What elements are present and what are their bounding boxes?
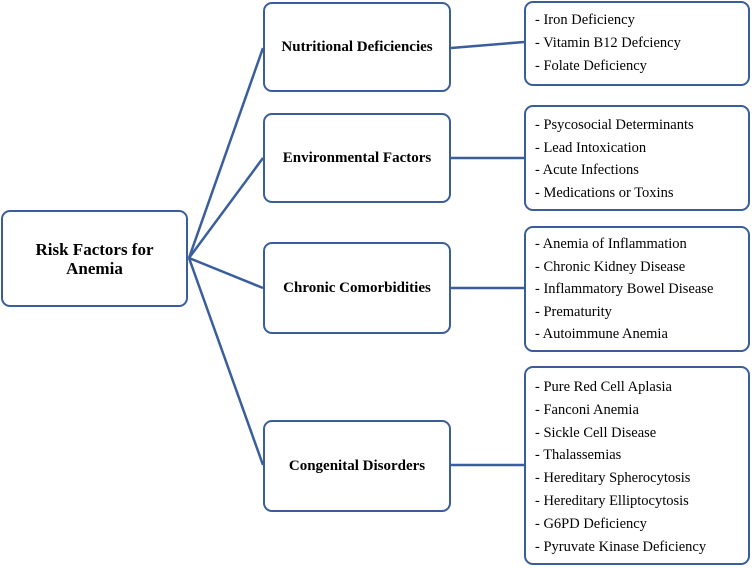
list-item: - Sickle Cell Disease bbox=[535, 424, 657, 441]
list-item: - Acute Infections bbox=[535, 162, 639, 178]
list-item: - Chronic Kidney Disease bbox=[535, 258, 686, 275]
category-environmental-factors: Environmental Factors bbox=[263, 113, 451, 203]
list-item: - Inflammatory Bowel Disease bbox=[535, 281, 714, 298]
list-item: - Thalassemias bbox=[535, 447, 622, 464]
connector-root-chronic bbox=[188, 256, 264, 290]
list-item: - Lead Intoxication bbox=[535, 139, 647, 156]
list-nutritional-deficiencies: - Iron Deficiency - Vitamin B12 Defcienc… bbox=[524, 1, 750, 86]
list-chronic-comorbidities: - Anemia of Inflammation - Chronic Kidne… bbox=[524, 226, 750, 352]
connector-nutritional-list bbox=[450, 40, 525, 50]
list-item: - Iron Deficiency bbox=[535, 12, 635, 28]
category-label: Chronic Comorbidities bbox=[283, 279, 431, 296]
list-congenital-disorders: - Pure Red Cell Aplasia - Fanconi Anemia… bbox=[524, 366, 750, 565]
category-nutritional-deficiencies: Nutritional Deficiencies bbox=[263, 2, 451, 92]
list-item: - Pure Red Cell Aplasia bbox=[535, 379, 672, 395]
category-label: Nutritional Deficiencies bbox=[281, 38, 433, 55]
root-node: Risk Factors for Anemia bbox=[1, 210, 188, 307]
list-item: - Anemia of Inflammation bbox=[535, 236, 687, 252]
list-item: - Fanconi Anemia bbox=[535, 401, 639, 418]
category-congenital-disorders: Congenital Disorders bbox=[263, 420, 451, 512]
list-item: - Folate Deficiency bbox=[535, 58, 647, 74]
category-chronic-comorbidities: Chronic Comorbidities bbox=[263, 242, 451, 334]
root-title-line-2: Anemia bbox=[66, 258, 123, 278]
list-item: - Hereditary Spherocytosis bbox=[535, 470, 691, 487]
list-item: - Medications or Toxins bbox=[535, 184, 674, 201]
root-title-line-1: Risk Factors for bbox=[35, 239, 154, 259]
category-label: Environmental Factors bbox=[282, 149, 432, 166]
category-label: Congenital Disorders bbox=[288, 457, 426, 474]
list-item: - Psycosocial Determinants bbox=[535, 117, 694, 133]
list-environmental-factors: - Psycosocial Determinants - Lead Intoxi… bbox=[524, 105, 750, 211]
connector-root-nutritional bbox=[187, 47, 265, 259]
list-item: - Hereditary Elliptocytosis bbox=[535, 492, 689, 509]
list-item: - Pyruvate Kinase Deficiency bbox=[535, 538, 707, 555]
list-item: - Prematurity bbox=[535, 303, 612, 320]
connector-root-environmental bbox=[187, 157, 265, 259]
connector-root-congenital bbox=[187, 257, 265, 466]
list-item: - Autoimmune Anemia bbox=[535, 326, 668, 343]
list-item: - G6PD Deficiency bbox=[535, 515, 647, 532]
list-item: - Vitamin B12 Defciency bbox=[535, 35, 681, 51]
